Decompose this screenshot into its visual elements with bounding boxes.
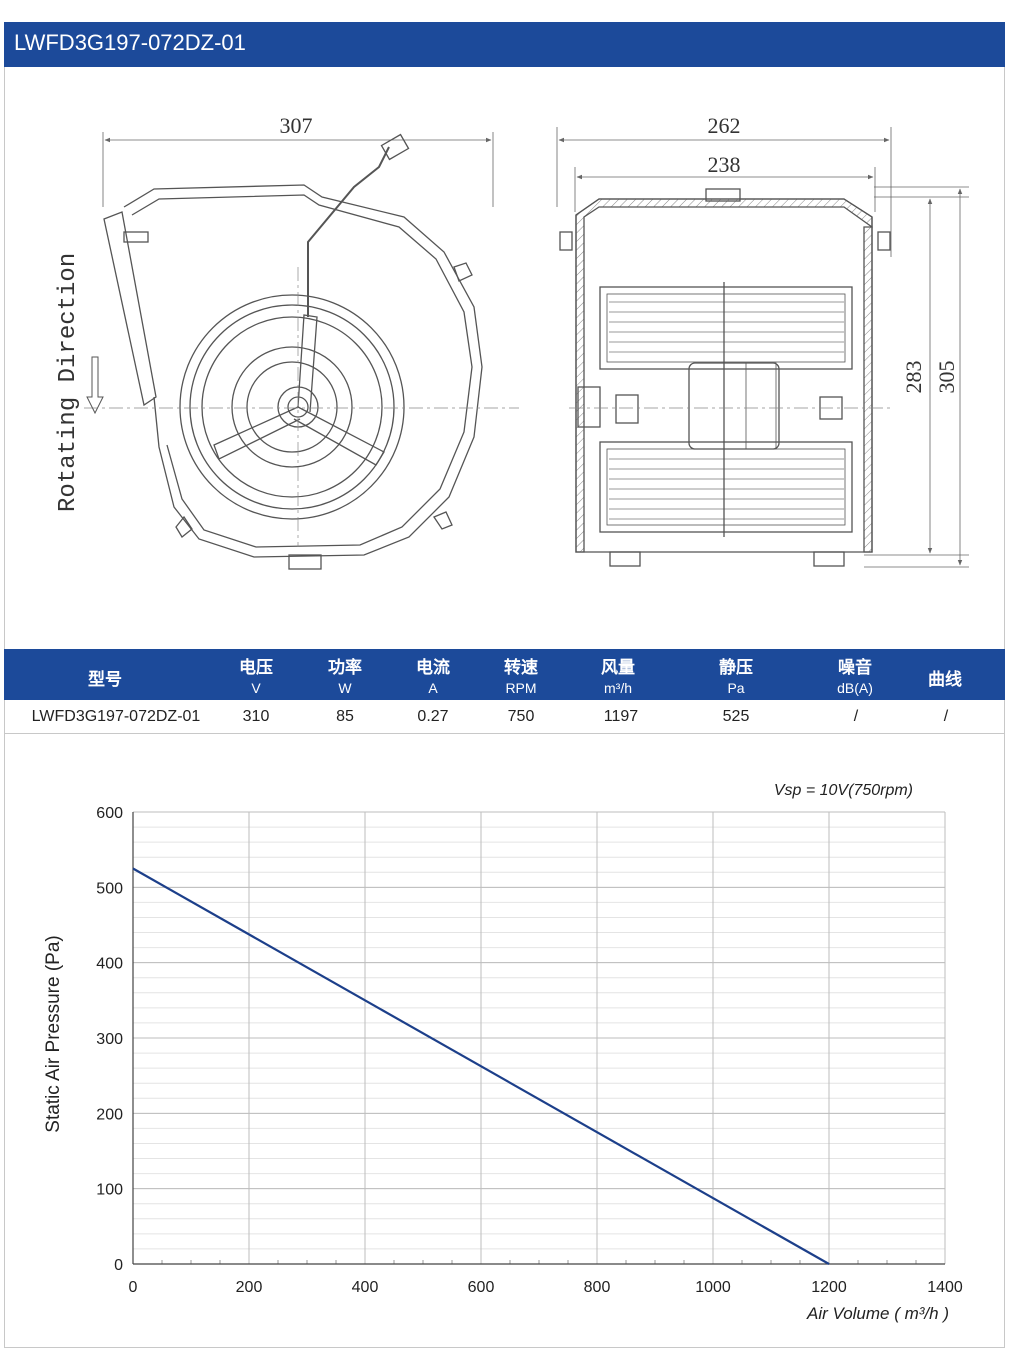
cell-static-pressure: 525 (722, 708, 750, 725)
side-view-drawing (556, 127, 969, 568)
col-model: 型号 (88, 670, 122, 690)
cell-noise: / (853, 708, 859, 725)
pq-curve-line (132, 867, 830, 1265)
x-tick-label: 1200 (811, 1279, 847, 1296)
cell-voltage: 310 (242, 708, 270, 725)
x-tick-label: 800 (584, 1279, 611, 1296)
x-tick-label: 600 (468, 1279, 495, 1296)
x-axis-label: Air Volume ( m³/h ) (806, 1304, 949, 1323)
page-title: LWFD3G197-072DZ-01 (14, 30, 246, 55)
cell-curve: / (943, 708, 949, 725)
x-tick-label: 200 (236, 1279, 263, 1296)
title-bar: LWFD3G197-072DZ-01 (4, 22, 1005, 67)
dim-height-inner: 283 (901, 361, 926, 394)
dim-height-outer: 305 (934, 361, 959, 394)
y-tick-label: 500 (96, 880, 123, 897)
spec-table-row: LWFD3G197-072DZ-01 310 85 0.27 750 1197 … (4, 700, 1005, 734)
technical-drawings: Rotating Direction 307 (4, 67, 1005, 649)
drawings-svg: Rotating Direction 307 (55, 113, 969, 570)
y-tick-label: 300 (96, 1031, 123, 1048)
x-tick-label: 1400 (927, 1279, 963, 1296)
y-axis-label: Static Air Pressure (Pa) (43, 935, 64, 1132)
chart-annotation: Vsp = 10V(750rpm) (774, 782, 913, 799)
x-tick-label: 0 (129, 1279, 138, 1296)
y-tick-label: 200 (96, 1106, 123, 1123)
y-tick-label: 400 (96, 956, 123, 973)
rotating-direction-label: Rotating Direction (55, 253, 82, 512)
y-tick-label: 600 (96, 805, 123, 822)
dim-right-inner: 238 (708, 152, 741, 177)
y-tick-label: 0 (114, 1257, 123, 1274)
pq-chart-container: 0 200 400 600 800 1000 1200 1400 0 100 200 300 400 50… (4, 734, 1005, 1348)
col-curve: 曲线 (928, 670, 962, 690)
cell-airflow: 1197 (603, 708, 639, 725)
cell-power: 85 (336, 708, 354, 725)
y-tick-label: 100 (96, 1182, 123, 1199)
dim-right-outer: 262 (708, 113, 741, 138)
pq-chart: 0 200 400 600 800 1000 1200 1400 0 100 200 300 400 50… (43, 782, 963, 1323)
cell-current: 0.27 (417, 708, 449, 725)
dim-left-width: 307 (280, 113, 313, 138)
x-tick-label: 1000 (695, 1279, 731, 1296)
front-view-drawing (84, 132, 519, 570)
cell-speed: 750 (507, 708, 535, 725)
x-tick-label: 400 (352, 1279, 379, 1296)
cell-model: LWFD3G197-072DZ-01 (31, 708, 201, 725)
